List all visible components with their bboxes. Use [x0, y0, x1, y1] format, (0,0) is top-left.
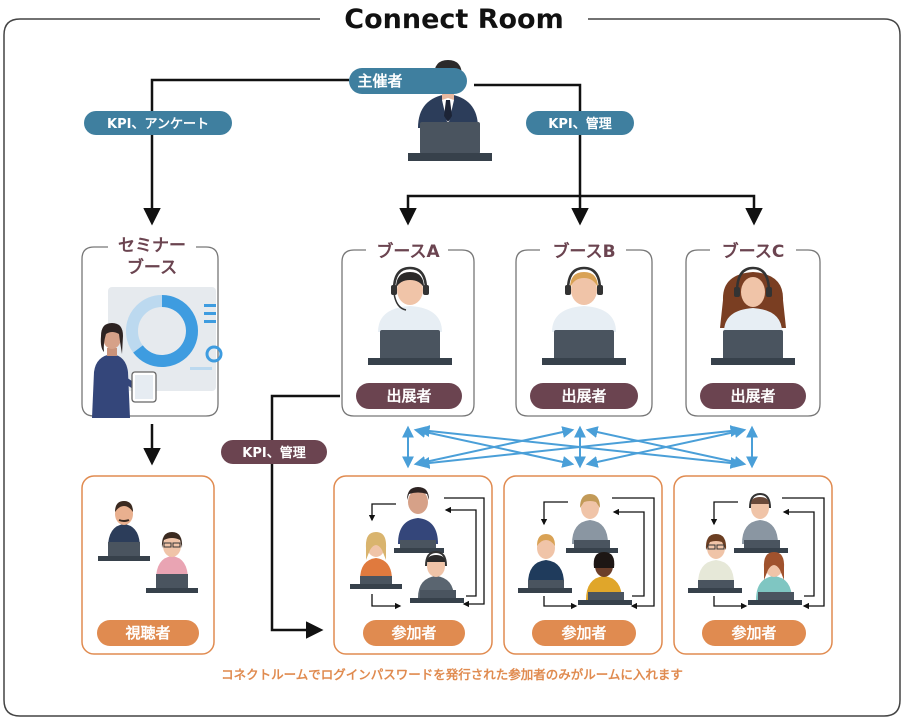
viewers-box: 視聴者: [81, 475, 215, 655]
arrow-organizer-to-booth-c: [580, 194, 763, 226]
participant-group-b: 参加者: [503, 475, 663, 655]
outer-frame: [3, 18, 901, 717]
viewers-label: 視聴者: [124, 624, 170, 642]
booth-c-role: 出展者: [730, 387, 775, 405]
seminar-booth: セミナー ブース: [81, 236, 223, 418]
arrow-organizer-to-booth-a: [399, 194, 580, 226]
booth-participant-links: [402, 425, 758, 469]
kpi-manage-label-2: KPI、管理: [242, 445, 305, 461]
viewer-man-figure: [98, 501, 150, 561]
arrow-organizer-to-booth-b: [474, 83, 589, 226]
booth-c-title: ブースC: [722, 241, 785, 262]
booth-b-role-badge: [530, 383, 638, 409]
participant-group-c-label: 参加者: [731, 624, 776, 642]
exhibitor-b-figure: [542, 266, 626, 365]
booth-b-title: ブースB: [552, 241, 615, 262]
page-title: Connect Room: [344, 4, 563, 35]
organizer-badge: [349, 68, 467, 94]
kpi-manage-badge-2: [221, 440, 327, 464]
seminar-booth-title-2: ブース: [127, 257, 177, 278]
participant-group-a: 参加者: [333, 475, 493, 655]
participant-group-a-label: 参加者: [391, 624, 436, 642]
kpi-survey-label: KPI、アンケート: [107, 117, 209, 132]
participant-figures: [350, 487, 464, 603]
booth-a-title: ブースA: [376, 241, 440, 262]
booth-a-role: 出展者: [386, 387, 431, 405]
footnote: コネクトルームでログインパスワードを発行された参加者のみがルームに入れます: [221, 667, 683, 682]
booth-a: ブースA 出展者: [341, 241, 475, 417]
kpi-manage-label: KPI、管理: [548, 116, 611, 132]
arrow-organizer-to-seminar: [143, 78, 349, 226]
exhibitor-c-figure: [711, 266, 795, 365]
booth-b-role: 出展者: [561, 387, 606, 405]
arrow-exhibitor-to-participants: [270, 394, 340, 639]
organizer-figure: [408, 60, 492, 161]
booth-c-role-badge: [700, 383, 806, 409]
organizer-label: 主催者: [357, 72, 402, 90]
viewer-woman-figure: [146, 532, 198, 593]
booth-a-role-badge: [356, 383, 462, 409]
presenter-figure: [92, 323, 157, 418]
participant-figures-c: [688, 492, 802, 605]
booth-b: ブースB 出展者: [515, 241, 653, 417]
seminar-booth-title-1: セミナー: [118, 236, 186, 256]
participant-group-c: 参加者: [673, 475, 833, 655]
booth-c: ブースC 出展者: [685, 241, 821, 417]
participant-group-b-label: 参加者: [561, 624, 606, 642]
participant-figures-b: [518, 494, 632, 605]
exhibitor-a-figure: [368, 266, 452, 365]
kpi-manage-badge: [526, 111, 634, 135]
kpi-survey-badge: [84, 111, 232, 135]
